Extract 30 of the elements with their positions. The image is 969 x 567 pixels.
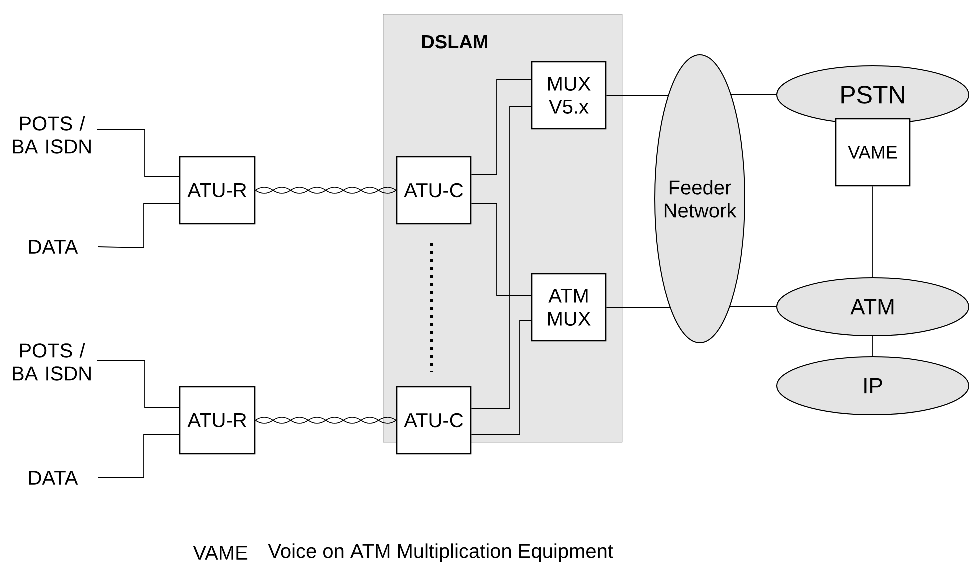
connector-line [730,94,777,96]
modem-box: ATU-R [179,386,256,455]
input-label: POTS / BA ISDN [13,116,91,154]
connector-line [471,204,532,296]
connector-line [471,320,532,436]
connector-line [471,106,532,410]
multiplexer-box: MUX V5.x [531,61,607,130]
twisted-pair-line [255,417,397,424]
abbreviation-definition: Voice on ATM Multiplication Equipment [268,544,614,562]
connector-line [96,360,180,408]
connector-line [98,204,180,248]
modem-box: ATU-C [396,156,472,225]
connector-line [606,307,671,308]
connector-line [471,80,532,176]
modem-box: ATU-C [396,386,472,455]
connector-line [872,336,874,357]
connector-line [872,186,874,278]
group-heading: DSLAM [422,35,488,49]
equipment-box: VAME [835,118,911,187]
input-label: POTS / BA ISDN [13,343,91,381]
input-label: DATA [29,471,78,485]
connector-line [98,434,180,478]
connector-line [96,130,180,178]
modem-box: ATU-R [179,156,256,225]
twisted-pair-line [255,187,397,194]
connector-line [729,306,777,308]
multiplexer-box: ATM MUX [531,273,607,342]
abbreviation: VAME [193,546,248,560]
input-label: DATA [29,240,78,254]
connector-line [606,95,670,96]
